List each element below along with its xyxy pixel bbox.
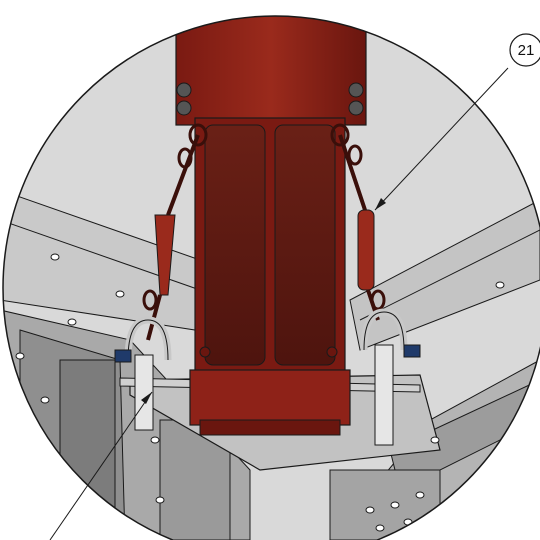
- bolt-icon: [348, 82, 364, 98]
- rigging-left: [114, 123, 208, 431]
- callout-label: 21: [518, 42, 535, 59]
- bolt-icon: [348, 100, 364, 116]
- bolt-icon: [326, 346, 338, 358]
- bolt-icon: [176, 82, 192, 98]
- load-panel-left: [204, 124, 266, 366]
- leader-line: [49, 391, 153, 540]
- bolt-icon: [199, 346, 211, 358]
- deck-edge-right: [359, 229, 540, 321]
- load-base: [189, 369, 351, 426]
- bolt-holes: [15, 253, 505, 532]
- lifted-load: [175, 16, 367, 436]
- lug-right: [374, 344, 394, 446]
- turnbuckle-left: [154, 214, 176, 296]
- callout-bubble: [509, 33, 540, 67]
- leader-arrowhead: [141, 392, 152, 404]
- turnbuckle-right: [357, 209, 375, 291]
- bolt-icon: [176, 100, 192, 116]
- leader-line: [374, 67, 509, 211]
- callout-21: 21: [374, 33, 540, 211]
- detail-circle-outline: [2, 15, 540, 540]
- rigging-right: [330, 123, 421, 446]
- load-top-block: [175, 16, 367, 126]
- load-panel-right: [274, 124, 336, 366]
- deck-upper-right: [349, 199, 540, 351]
- callout-leader-lower: [49, 391, 153, 540]
- load-foot: [199, 419, 341, 436]
- leader-arrowhead: [375, 198, 386, 210]
- frame-lower-right-post: [329, 469, 441, 540]
- lug-left: [134, 354, 154, 431]
